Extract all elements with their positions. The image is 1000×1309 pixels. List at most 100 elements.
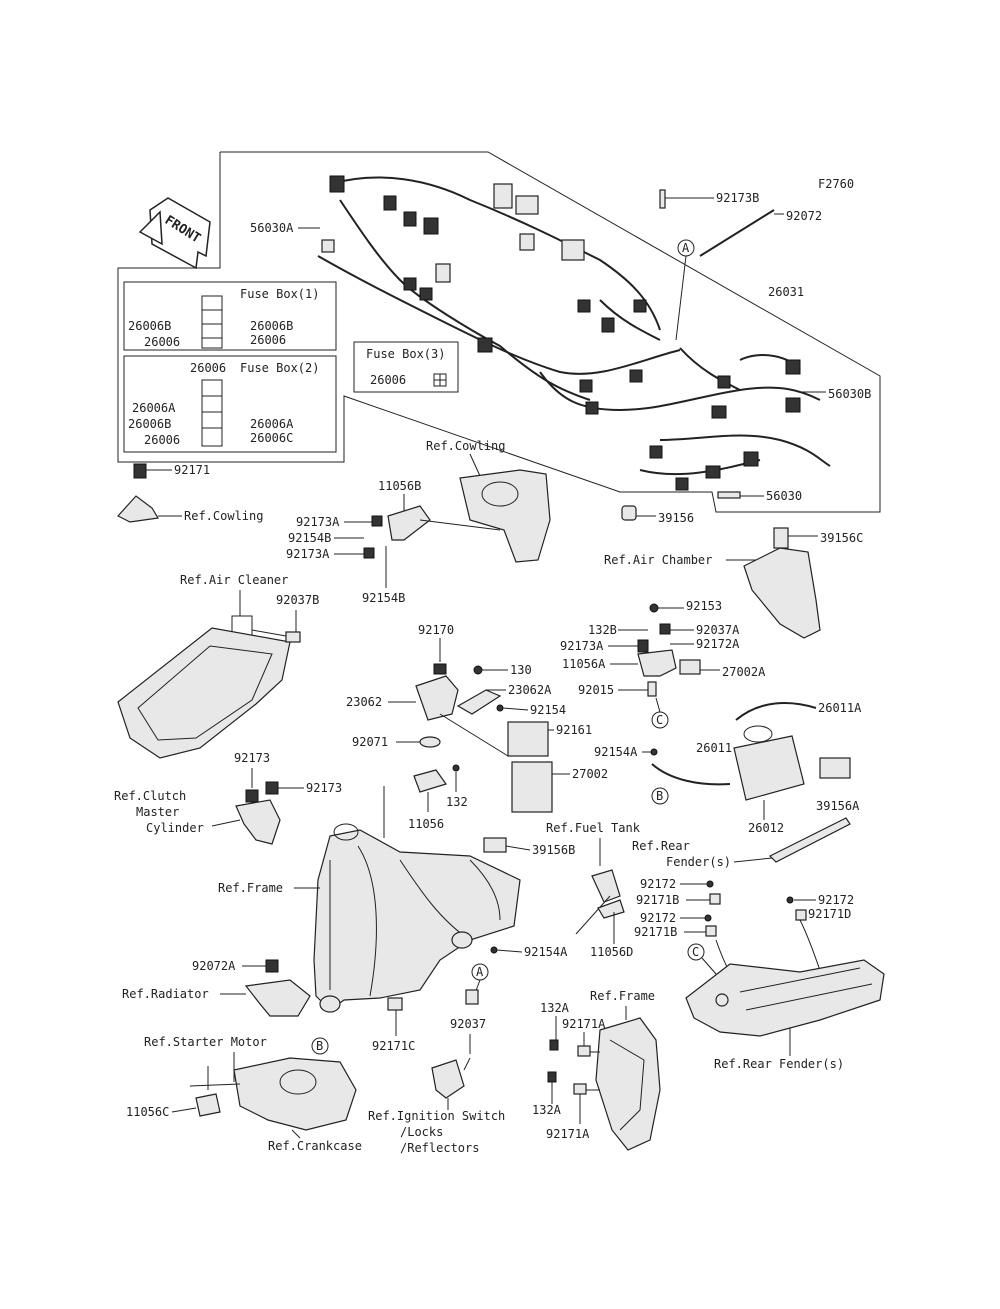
label-132-1: 132: [446, 795, 468, 809]
callout-C-2-label: C: [692, 945, 699, 959]
ref-frame-1: Ref.Frame: [218, 881, 283, 895]
label-26006C: 26006C: [250, 431, 293, 445]
label-26006-a: 26006: [144, 335, 180, 349]
callout-B-2-label: B: [316, 1039, 323, 1053]
label-27002: 27002: [572, 767, 608, 781]
label-92171A-1: 92171A: [562, 1017, 606, 1031]
label-92173A-1: 92173A: [296, 515, 340, 529]
fuse-box-2-frame: [123, 355, 337, 453]
label-92071: 92071: [352, 735, 388, 749]
ignition-switch: [431, 1059, 465, 1099]
label-26006-c: 26006: [190, 361, 226, 375]
label-39156A: 39156A: [816, 799, 860, 813]
radiator-bracket: [244, 979, 311, 1017]
label-11056C: 11056C: [126, 1105, 169, 1119]
label-26006B-2: 26006B: [128, 417, 171, 431]
label-26012: 26012: [748, 821, 784, 835]
label-92161: 92161: [556, 723, 592, 737]
label-26011: 26011: [696, 741, 732, 755]
label-26006A-r: 26006A: [250, 417, 294, 431]
label-26006B-r: 26006B: [250, 319, 293, 333]
label-92172A: 92172A: [696, 637, 740, 651]
ref-starter: Ref.Starter Motor: [144, 1035, 267, 1049]
label-11056B: 11056B: [378, 479, 421, 493]
main-frame: [313, 829, 521, 1011]
label-23062A: 23062A: [508, 683, 552, 697]
fuse-box-3-frame: [353, 341, 459, 393]
label-92154: 92154: [530, 703, 566, 717]
rear-frame-bracket: [595, 1017, 661, 1151]
label-56030B: 56030B: [828, 387, 871, 401]
fuse-box-1-title: Fuse Box(1): [240, 287, 319, 301]
label-92037A: 92037A: [696, 623, 740, 637]
label-92154B-1: 92154B: [288, 531, 331, 545]
label-23062: 23062: [346, 695, 382, 709]
callout-B-1: [651, 787, 669, 805]
label-92154A-2: 92154A: [524, 945, 568, 959]
ref-cowling-2: Ref.Cowling: [426, 439, 505, 453]
air-cleaner-housing: [117, 627, 291, 759]
ref-clutch-3: Cylinder: [146, 821, 204, 835]
label-92173A-3: 92173A: [560, 639, 604, 653]
label-92172-1: 92172: [640, 877, 676, 891]
label-39156B: 39156B: [532, 843, 575, 857]
label-132A-2: 132A: [532, 1103, 562, 1117]
label-26031: 26031: [768, 285, 804, 299]
label-26011A: 26011A: [818, 701, 862, 715]
front-arrow-icon: FRONT: [138, 197, 211, 270]
label-56030A: 56030A: [250, 221, 294, 235]
ref-fuel-tank: Ref.Fuel Tank: [546, 821, 641, 835]
label-92154B-2: 92154B: [362, 591, 405, 605]
label-92171C: 92171C: [372, 1039, 415, 1053]
callout-A-1-label: A: [682, 241, 690, 255]
label-92173-2: 92173: [306, 781, 342, 795]
main-wiring-harness: [317, 175, 831, 491]
label-92171: 92171: [174, 463, 210, 477]
label-26006-b: 26006: [250, 333, 286, 347]
label-92173-1: 92173: [234, 751, 270, 765]
ref-ignition-1: Ref.Ignition Switch: [368, 1109, 505, 1123]
battery: [733, 735, 805, 801]
callout-C-1: [651, 711, 669, 729]
ref-ignition-2: /Locks: [400, 1125, 443, 1139]
ecu-92161: [507, 721, 549, 757]
label-92015: 92015: [578, 683, 614, 697]
label-39156: 39156: [658, 511, 694, 525]
label-92172-3: 92172: [640, 911, 676, 925]
label-92173B: 92173B: [716, 191, 759, 205]
ref-rear-fender-1: Ref.Rear: [632, 839, 690, 853]
label-92173A-2: 92173A: [286, 547, 330, 561]
label-11056A: 11056A: [562, 657, 606, 671]
callout-B-1-label: B: [656, 789, 663, 803]
ref-crankcase: Ref.Crankcase: [268, 1139, 362, 1153]
cowling-stay-frame: [459, 469, 551, 563]
ecu-27002: [511, 761, 553, 813]
fuse-box-2-title: Fuse Box(2): [240, 361, 319, 375]
label-26006B-l: 26006B: [128, 319, 171, 333]
figure-code: F2760: [818, 177, 854, 191]
ref-air-cleaner: Ref.Air Cleaner: [180, 573, 288, 587]
ref-ignition-3: /Reflectors: [400, 1141, 479, 1155]
ref-clutch-2: Master: [136, 805, 179, 819]
label-92072: 92072: [786, 209, 822, 223]
callout-C-2: [687, 943, 705, 961]
label-39156C: 39156C: [820, 531, 863, 545]
label-132A-1: 132A: [540, 1001, 570, 1015]
label-92171B-1: 92171B: [636, 893, 679, 907]
callout-B-2: [311, 1037, 329, 1055]
label-130: 130: [510, 663, 532, 677]
label-92170: 92170: [418, 623, 454, 637]
ref-clutch-1: Ref.Clutch: [114, 789, 186, 803]
label-92037B: 92037B: [276, 593, 319, 607]
ref-rear-fender-3: Ref.Rear Fender(s): [714, 1057, 844, 1071]
label-27002A: 27002A: [722, 665, 766, 679]
fuse-box-3-title: Fuse Box(3): [366, 347, 445, 361]
callout-A-2-label: A: [476, 965, 484, 979]
label-26006-d: 26006: [144, 433, 180, 447]
callout-C-1-label: C: [656, 713, 663, 727]
label-56030: 56030: [766, 489, 802, 503]
ref-cowling-1: Ref.Cowling: [184, 509, 263, 523]
label-26006A-l: 26006A: [132, 401, 176, 415]
label-132B: 132B: [588, 623, 617, 637]
label-92037: 92037: [450, 1017, 486, 1031]
